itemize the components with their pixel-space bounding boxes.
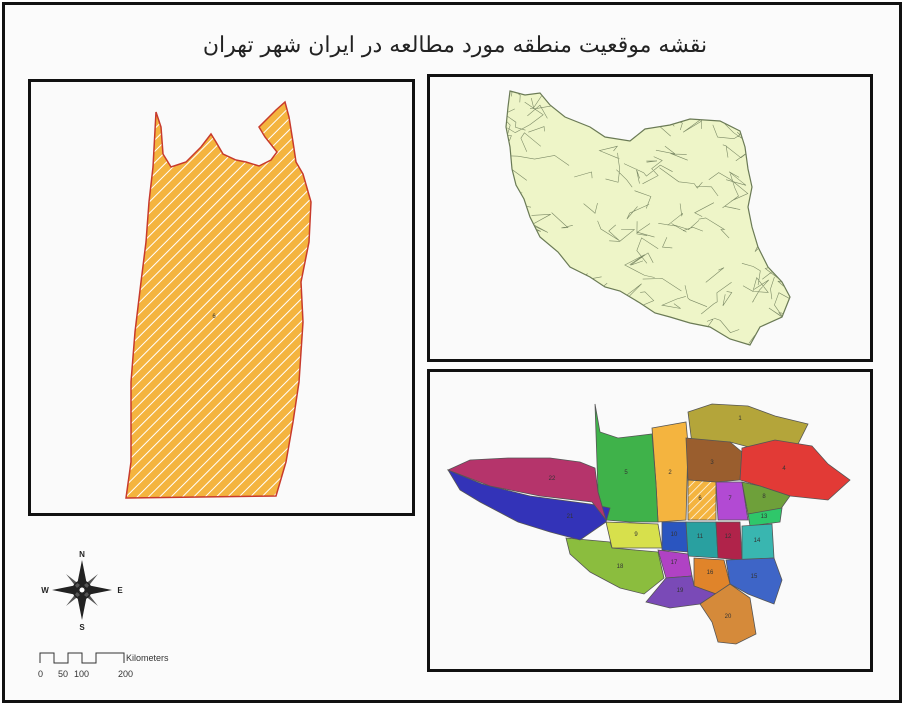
district-label-1: 1 — [738, 416, 742, 422]
scale-bar: Kilometers 0 50 100 200 — [38, 652, 169, 679]
district-detail-panel: 6 — [28, 79, 415, 516]
district-3 — [685, 437, 743, 483]
district-label-15: 15 — [751, 574, 758, 580]
district-label-5: 5 — [624, 470, 628, 476]
district-detail-map: 6 — [125, 100, 312, 499]
scale-unit: Kilometers — [126, 653, 169, 663]
district-label-14: 14 — [754, 538, 761, 544]
district-label-21: 21 — [567, 514, 574, 520]
district-boundary-outline — [125, 100, 312, 499]
scale-tick-100: 100 — [74, 669, 89, 679]
district-label-9: 9 — [634, 532, 638, 538]
district-5 — [594, 403, 659, 523]
north-arrow-icon: N S E W — [41, 550, 123, 632]
district-label-2: 2 — [668, 470, 672, 476]
compass-n: N — [79, 550, 85, 559]
district-label-16: 16 — [707, 570, 714, 576]
district-12 — [715, 521, 743, 561]
district-label-17: 17 — [671, 560, 678, 566]
district-label-19: 19 — [677, 588, 684, 594]
district-4 — [739, 439, 851, 501]
compass-e: E — [117, 586, 123, 595]
district-7 — [715, 481, 749, 521]
district-label-4: 4 — [782, 466, 786, 472]
district-label-3: 3 — [710, 460, 714, 466]
district-label-13: 13 — [761, 514, 768, 520]
district-label-12: 12 — [725, 534, 732, 540]
district-13 — [747, 507, 783, 527]
iran-country-shape — [505, 90, 791, 346]
iran-overview-map — [505, 90, 791, 346]
scale-tick-50: 50 — [58, 669, 68, 679]
district-label-10: 10 — [671, 532, 678, 538]
compass-w: W — [41, 586, 49, 595]
district-11 — [685, 521, 719, 559]
district-label-7: 7 — [728, 496, 732, 502]
iran-overview-panel — [427, 74, 873, 362]
district-label-11: 11 — [697, 534, 704, 540]
district-label-18: 18 — [617, 564, 624, 570]
district-label-8: 8 — [762, 494, 766, 500]
district-label-20: 20 — [725, 614, 732, 620]
map-title: نقشه موقعیت منطقه مورد مطالعه در ایران ش… — [202, 33, 708, 58]
scale-tick-200: 200 — [118, 669, 133, 679]
district-label-6: 6 — [698, 496, 702, 502]
district-21 — [447, 469, 611, 541]
district-label-22: 22 — [549, 476, 556, 482]
district-6 — [687, 479, 717, 521]
district-22 — [446, 457, 607, 521]
district-20 — [699, 583, 757, 645]
scale-tick-0: 0 — [38, 669, 43, 679]
compass-s: S — [79, 623, 85, 632]
tehran-district-shapes — [446, 403, 851, 645]
district-8 — [741, 481, 791, 515]
district-detail-label: 6 — [212, 314, 216, 320]
district-18 — [565, 537, 665, 595]
